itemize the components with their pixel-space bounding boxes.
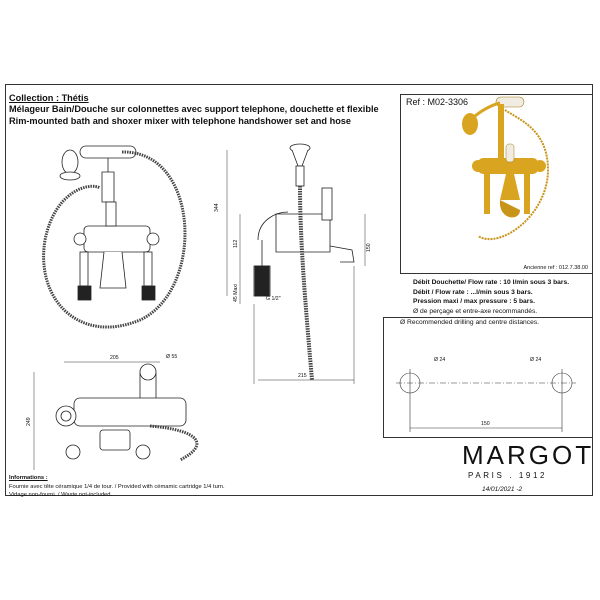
dim-top-205: 205 [110,355,119,361]
drill-centre-distance: 150 [481,421,490,427]
front-handshower [59,145,137,203]
spec-handshower-flow: Débit Douchette/ Flow rate : 10 l/min so… [413,279,570,286]
collection-title: Collection : Thétis [9,93,89,103]
dim-top-249: 249 [26,417,32,426]
front-view-drawing [42,145,187,329]
spec-list: Débit Douchette/ Flow rate : 10 l/min so… [413,278,569,316]
info-block: Informations : Fournie avec tête céramiq… [9,474,225,500]
drill-diameter-left: Ø 24 [434,357,445,363]
dim-side-112: 112 [233,240,239,248]
dim-side-45: 45 Maxi [233,284,239,302]
front-mixer-body [73,201,160,301]
reference-number: Ref : M02-3306 [406,97,469,107]
product-title-fr: Mélageur Bain/Douche sur colonnettes ave… [9,104,379,114]
drilling-diagram [396,369,576,432]
brand-logo: MARGOT [462,440,595,470]
former-reference: Ancienne ref : 012.7.38.00 [523,265,588,271]
info-title: Informations : [9,475,48,481]
drill-diameter-right: Ø 24 [530,357,541,363]
dim-side-215: 215 [298,373,307,379]
top-view-drawing [55,363,199,462]
top-hose [149,424,199,462]
dim-side-thread: G 1/2" [266,296,281,302]
top-dimensions [33,361,160,470]
front-hose [42,150,187,329]
spec-max-pressure: Pression maxi / max pressure : 5 bars. [413,298,535,306]
drawing-frame [5,84,593,496]
reference-box: Ref : M02-3306 Ancienne ref : 012.7.38.0… [400,94,593,274]
info-line-1: Fournie avec tête céramique 1/4 de tour.… [9,483,225,490]
drilling-box [383,317,593,438]
dim-top-diameter: Ø 55 [166,354,177,360]
product-title-en: Rim-mounted bath and shoxer mixer with t… [9,116,352,126]
product-photo [462,96,550,241]
side-dimensions [226,150,366,384]
spec-drilling-fr: Ø de perçage et entre-axe recommandés. [413,307,538,315]
spec-flow-rate: Débit / Flow rate : ...l/min sous 3 bars… [413,288,533,296]
dim-side-height: 344 [214,203,220,212]
document-date: 14/01/2021 -2 [482,486,523,493]
side-view-drawing [253,143,355,381]
dim-side-150: 150 [366,243,372,252]
spec-drilling-en: Ø Recommended drilling and centre distan… [400,319,540,326]
brand-tagline: PARIS . 1912 [468,471,548,480]
info-line-2: Vidage non-fourni. / Waste not-included. [9,492,113,498]
